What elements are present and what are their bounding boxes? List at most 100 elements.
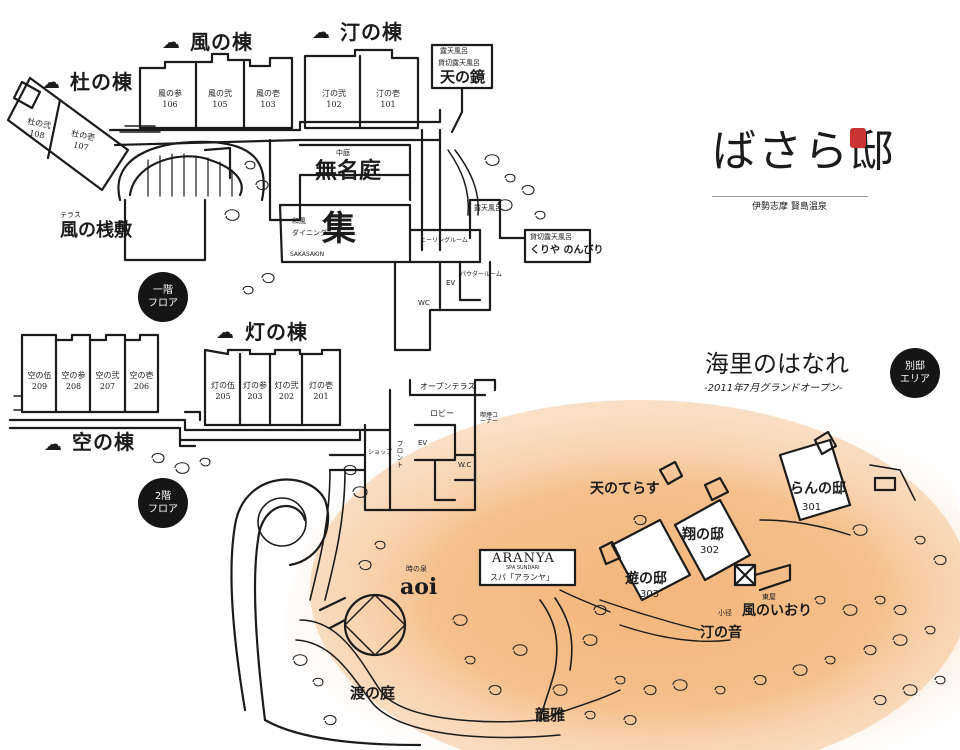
tree-icon bbox=[714, 685, 726, 695]
mumeitei-label[interactable]: 無名庭 bbox=[315, 158, 382, 184]
nami-no-niwa-label[interactable]: 渡の庭 bbox=[350, 684, 396, 702]
annex-opening-note: -2011年7月グランドオープン- bbox=[704, 383, 843, 394]
kashikiri-side-label: 貸切露天風呂 bbox=[530, 233, 572, 241]
room-202[interactable]: 灯の弐 202 bbox=[271, 380, 302, 402]
tree-icon bbox=[842, 604, 858, 616]
ryuga-label[interactable]: 龍雅 bbox=[535, 706, 566, 724]
floor-badge-text: 2階 フロア bbox=[148, 491, 178, 515]
lobby-first-block bbox=[393, 260, 492, 352]
room-205[interactable]: 灯の伍 205 bbox=[206, 380, 240, 402]
front-desk-label: フロント bbox=[396, 440, 404, 468]
kaze-no-sajiki-label[interactable]: 風の桟敷 bbox=[60, 220, 132, 241]
room-103[interactable]: 風の壱 103 bbox=[246, 88, 290, 110]
tree-icon bbox=[614, 675, 626, 685]
kaze-building-outline bbox=[138, 52, 294, 130]
terrace-small-label: テラス bbox=[60, 211, 81, 219]
room-206[interactable]: 空の壱 206 bbox=[125, 370, 158, 392]
hanare-small-label: 東屋 bbox=[762, 593, 776, 601]
villa-301-name[interactable]: らんの邸 bbox=[790, 481, 846, 497]
room-name: 風の弐 bbox=[208, 89, 232, 98]
floor-badge-second: 2階 フロア bbox=[138, 478, 188, 528]
tree-icon bbox=[224, 209, 240, 221]
tree-icon bbox=[512, 644, 528, 656]
annex-area-background bbox=[281, 409, 960, 750]
room-name: 汀の壱 bbox=[376, 89, 400, 98]
tree-icon bbox=[261, 272, 275, 284]
central-block bbox=[268, 138, 412, 222]
building-name-mori: 杜の棟 bbox=[70, 70, 133, 94]
sora-building-outline bbox=[13, 333, 160, 414]
tree-icon bbox=[863, 644, 877, 656]
room-208[interactable]: 空の参 208 bbox=[57, 370, 90, 392]
cloud-icon: ☁ bbox=[216, 322, 234, 343]
shu-dining-label[interactable]: 集 bbox=[322, 209, 356, 249]
villa-302-name[interactable]: 翔の邸 bbox=[682, 527, 724, 543]
tree-icon bbox=[852, 524, 868, 536]
villa-303-name[interactable]: 遊の邸 bbox=[625, 571, 667, 587]
room-number: 103 bbox=[260, 100, 276, 109]
dining-small-label: ダイニング bbox=[292, 229, 327, 237]
room-102[interactable]: 汀の弐 102 bbox=[312, 88, 356, 110]
room-207[interactable]: 空の弐 207 bbox=[91, 370, 124, 392]
second-floor-corridor bbox=[8, 418, 392, 432]
room-209[interactable]: 空の伍 209 bbox=[23, 370, 56, 392]
tree-icon bbox=[914, 535, 926, 545]
villa-302-number: 302 bbox=[700, 545, 720, 556]
lobby-second-block bbox=[328, 378, 497, 512]
building-name-kaze: 風の棟 bbox=[190, 30, 253, 54]
roten-side-frame bbox=[468, 198, 502, 240]
first-floor-corridor bbox=[108, 108, 442, 132]
cloud-icon: ☁ bbox=[312, 22, 330, 43]
nakaniwa-arch bbox=[117, 140, 265, 202]
aranya-sub: SPA SUNDARI bbox=[506, 565, 540, 571]
kaze-iori-label[interactable]: 風のいおり bbox=[742, 603, 812, 619]
powder-room-label: パウダールーム bbox=[460, 271, 502, 278]
aoi-label[interactable]: aoi bbox=[400, 574, 438, 600]
brand-subtitle: 伊勢志摩 賢島温泉 bbox=[752, 202, 827, 212]
room-name: 風の壱 bbox=[256, 89, 280, 98]
kuriya-nonbiri-label[interactable]: くりや のんびり bbox=[530, 245, 604, 256]
dining-english-label: SAKASAKIN bbox=[290, 251, 325, 258]
open-terrace-label: オープンテラス bbox=[420, 382, 476, 391]
tree-icon bbox=[488, 684, 502, 696]
kuriya-frame bbox=[523, 228, 592, 264]
ten-no-terasu-label[interactable]: 天のてらす bbox=[590, 481, 660, 497]
tomoshibi-building-outline bbox=[203, 348, 342, 427]
seal-stamp bbox=[850, 128, 866, 148]
tree-icon bbox=[814, 595, 826, 605]
tree-icon bbox=[633, 514, 647, 526]
room-203[interactable]: 灯の参 203 bbox=[240, 380, 270, 402]
ten-no-kagami-label[interactable]: 天の鏡 bbox=[440, 68, 486, 86]
lobby-label: ロビー bbox=[430, 409, 454, 418]
room-name: 灯の弐 bbox=[274, 381, 299, 390]
building-name-nagisa: 汀の棟 bbox=[340, 20, 403, 44]
logo-rule bbox=[712, 196, 868, 197]
mori-building-outline bbox=[6, 76, 130, 192]
room-106[interactable]: 風の参 106 bbox=[148, 88, 192, 110]
brand-logo: ばさら邸 bbox=[712, 126, 896, 177]
room-number: 202 bbox=[278, 392, 295, 401]
room-201[interactable]: 灯の壱 201 bbox=[303, 380, 339, 402]
tree-icon bbox=[924, 625, 936, 635]
tree-icon bbox=[753, 674, 767, 686]
tree-icon bbox=[582, 634, 598, 646]
room-105[interactable]: 風の弐 105 bbox=[198, 88, 242, 110]
room-number: 203 bbox=[247, 392, 263, 401]
tree-icon bbox=[497, 199, 513, 211]
cloud-icon: ☁ bbox=[162, 32, 180, 53]
aranya-english[interactable]: ARANYA bbox=[492, 551, 555, 566]
floor-badge-text: 別邸 エリア bbox=[900, 361, 930, 385]
nagisa-no-oto-label[interactable]: 汀の音 bbox=[700, 625, 742, 641]
tree-icon bbox=[464, 655, 476, 665]
tree-icon bbox=[792, 664, 808, 676]
room-name: 風の参 bbox=[158, 89, 182, 98]
tree-icon bbox=[824, 655, 836, 665]
roten-side-label: 露天風呂 bbox=[474, 204, 502, 212]
aoi-building-outline bbox=[318, 593, 407, 657]
room-101[interactable]: 汀の壱 101 bbox=[364, 88, 412, 110]
tree-icon bbox=[534, 210, 546, 220]
aoi-small-label: 時の泉 bbox=[406, 565, 427, 573]
tree-icon bbox=[255, 179, 269, 191]
room-number: 205 bbox=[215, 392, 231, 401]
